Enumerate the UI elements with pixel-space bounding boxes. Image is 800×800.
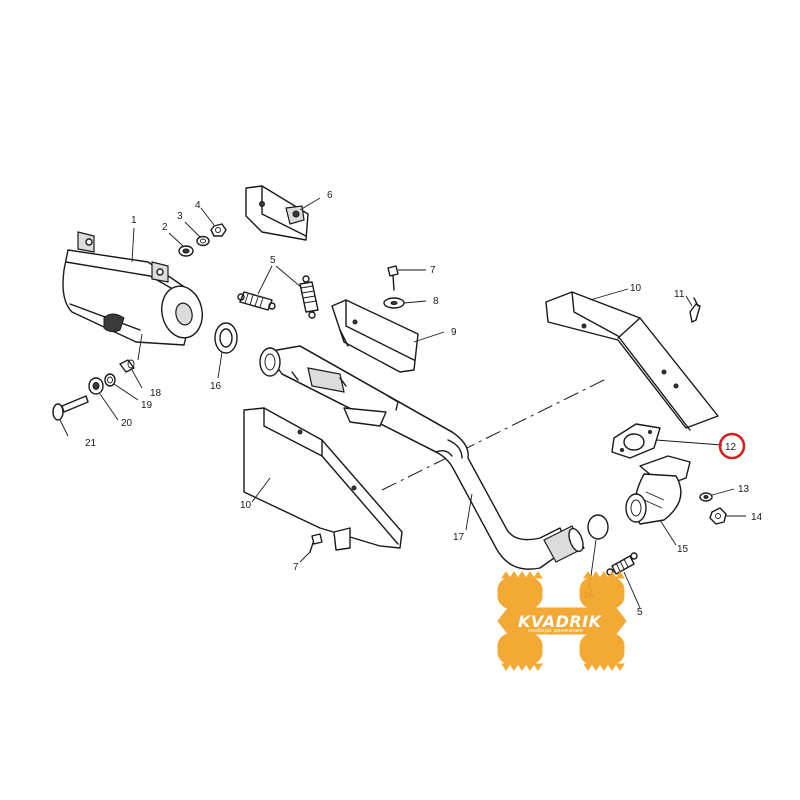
bolt-part-7-lower[interactable]: [309, 533, 323, 553]
flange-part-15[interactable]: [625, 455, 691, 525]
leader-lines: [59, 197, 746, 609]
washer-part-2[interactable]: [178, 245, 194, 257]
callout-labels: 1 2 3 4 5 6 7 8 9 10 11 13 14 15 16 16 1…: [85, 190, 763, 618]
bracket-part-9[interactable]: [331, 299, 419, 373]
callout-1: 1: [131, 215, 137, 226]
heat-shield-part-6[interactable]: [245, 185, 309, 241]
callout-3: 3: [177, 211, 183, 222]
callout-5: 5: [270, 255, 276, 266]
callout-21: 21: [85, 438, 97, 449]
bolt-part-7-upper[interactable]: [387, 265, 399, 291]
callout-11: 11: [674, 289, 685, 300]
muffler-part-1[interactable]: [62, 231, 207, 361]
callout-7: 7: [293, 562, 299, 573]
callout-13: 13: [738, 484, 750, 495]
callout-6: 6: [327, 190, 333, 201]
nut-part-4[interactable]: [210, 223, 227, 237]
washer-part-8[interactable]: [383, 297, 405, 309]
nut-part-14[interactable]: [709, 507, 727, 525]
callout-10: 10: [240, 500, 252, 511]
callout-12: 12: [725, 442, 737, 453]
callout-5: 5: [637, 607, 643, 618]
logo-tagline: свобода движения: [528, 628, 583, 634]
highlighted-callout-12[interactable]: 12: [718, 432, 746, 460]
callout-16: 16: [210, 381, 222, 392]
callout-17: 17: [453, 532, 465, 543]
clip-part-11[interactable]: [689, 297, 701, 323]
grommet-part-20[interactable]: [88, 377, 104, 395]
spring-part-5-lower[interactable]: [606, 552, 638, 576]
head-pipe-part-17[interactable]: [259, 345, 586, 570]
logo-name: KVADRIK: [518, 612, 603, 631]
heat-shield-part-10-left[interactable]: [243, 407, 403, 551]
callout-2: 2: [162, 222, 168, 233]
heat-shield-part-10-right[interactable]: [545, 291, 719, 431]
callout-18: 18: [150, 388, 162, 399]
highlight-ring: [718, 432, 746, 460]
spacer-part-18[interactable]: [119, 359, 135, 373]
lock-washer-part-3[interactable]: [196, 235, 210, 247]
callout-8: 8: [433, 296, 439, 307]
washer-part-13[interactable]: [699, 492, 713, 502]
gasket-part-16-left[interactable]: [214, 322, 238, 354]
callout-4: 4: [195, 200, 201, 211]
callout-15: 15: [677, 544, 689, 555]
gasket-part-12[interactable]: [611, 423, 661, 459]
ring-part-19[interactable]: [104, 373, 116, 387]
spring-part-5-right[interactable]: [299, 275, 319, 319]
bolt-part-21[interactable]: [52, 395, 89, 421]
callout-9: 9: [451, 327, 457, 338]
gasket-part-16-right[interactable]: [587, 514, 609, 540]
callout-7: 7: [430, 265, 436, 276]
kvadrik-watermark-logo: KVADRIK свобода движения: [497, 571, 627, 671]
center-line: [381, 377, 609, 491]
spring-part-5-left[interactable]: [237, 291, 276, 311]
callout-10: 10: [630, 283, 642, 294]
callout-14: 14: [751, 512, 763, 523]
callout-19: 19: [141, 400, 153, 411]
callout-20: 20: [121, 418, 133, 429]
